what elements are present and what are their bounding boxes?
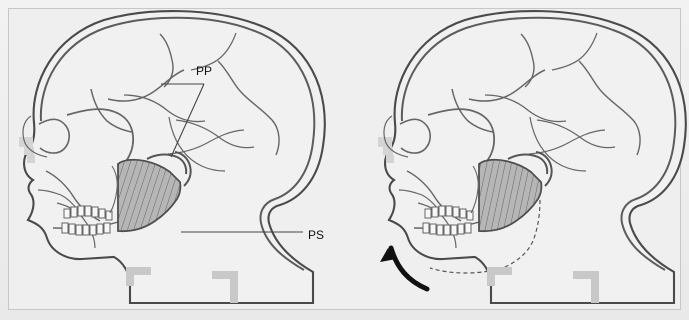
- left-head-profile: [19, 11, 325, 303]
- ps-label: PS: [308, 229, 324, 241]
- pp-label: PP: [196, 65, 212, 77]
- right-head-profile: [378, 11, 686, 303]
- left-nose-patch: [19, 137, 35, 163]
